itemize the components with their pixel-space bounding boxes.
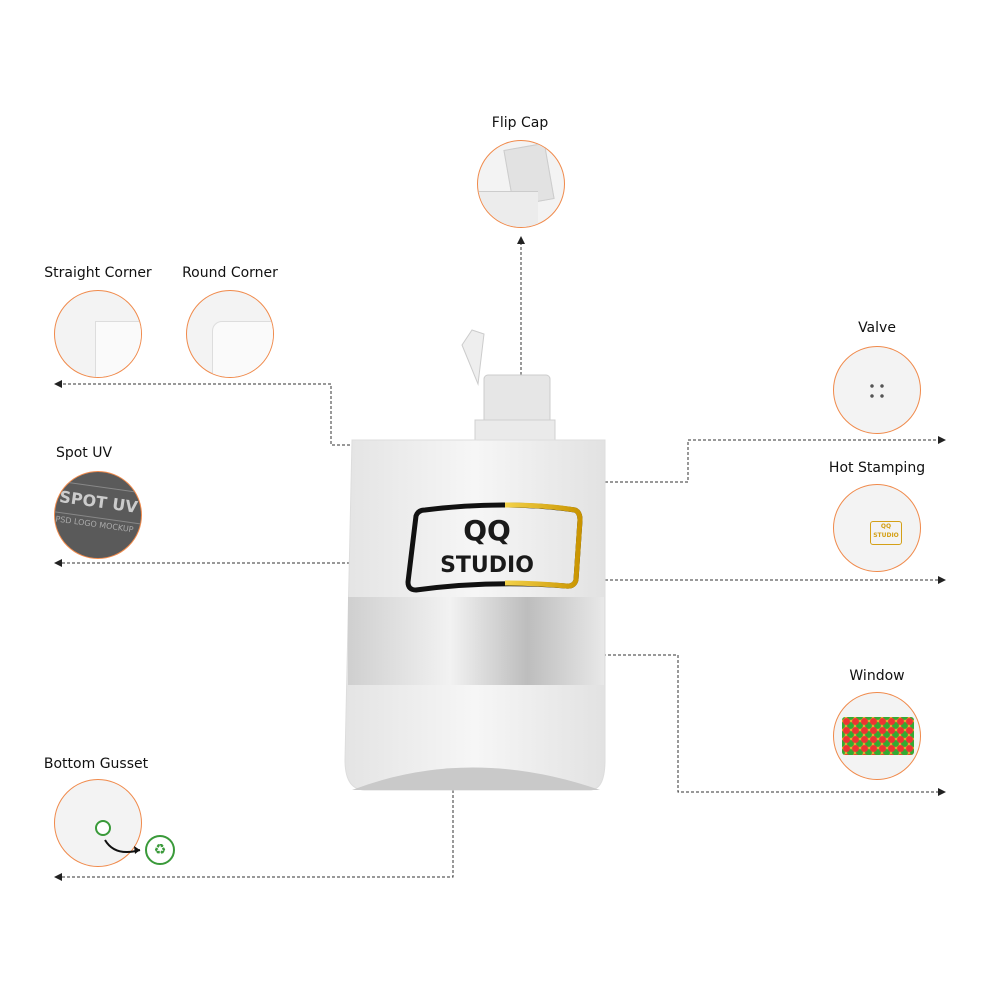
bottom-gusset-connector [54, 785, 454, 881]
round-corner-label: Round Corner [182, 265, 278, 281]
window-connector [548, 654, 946, 796]
round-corner-detail-image [186, 290, 274, 378]
straight-corner-label: Straight Corner [44, 265, 152, 281]
valve-connector [560, 436, 946, 483]
window-detail-image [833, 692, 921, 780]
valve-detail-image [833, 346, 921, 434]
hot-stamp-logo-qq: QQ [880, 523, 892, 530]
logo-qq: QQ [463, 514, 511, 547]
hot-stamp-logo-studio: STUDIO [873, 532, 899, 539]
window-label: Window [849, 668, 905, 684]
straight-corner-detail-image [54, 290, 142, 378]
bottom-gusset-label: Bottom Gusset [43, 756, 149, 772]
curved-arrow-icon [104, 839, 141, 854]
logo-frame [405, 502, 583, 593]
spot-uv-detail-image: SPOT UV PSD LOGO MOCKUP [54, 471, 142, 559]
flip-cap-detail-image [477, 140, 565, 228]
hot-stamping-detail-image: QQ STUDIO [833, 484, 921, 572]
flip-cap-label: Flip Cap [491, 115, 549, 131]
spot-uv-label: Spot UV [55, 445, 113, 461]
logo-studio: STUDIO [440, 553, 534, 578]
spot-uv-sample-psd: PSD [54, 514, 73, 526]
recycle-icon [95, 820, 111, 836]
recycle-badge-icon: ♻ [145, 835, 175, 865]
hot-stamping-label: Hot Stamping [828, 460, 926, 476]
valve-label: Valve [858, 320, 896, 336]
flip-cap-part [461, 329, 556, 446]
